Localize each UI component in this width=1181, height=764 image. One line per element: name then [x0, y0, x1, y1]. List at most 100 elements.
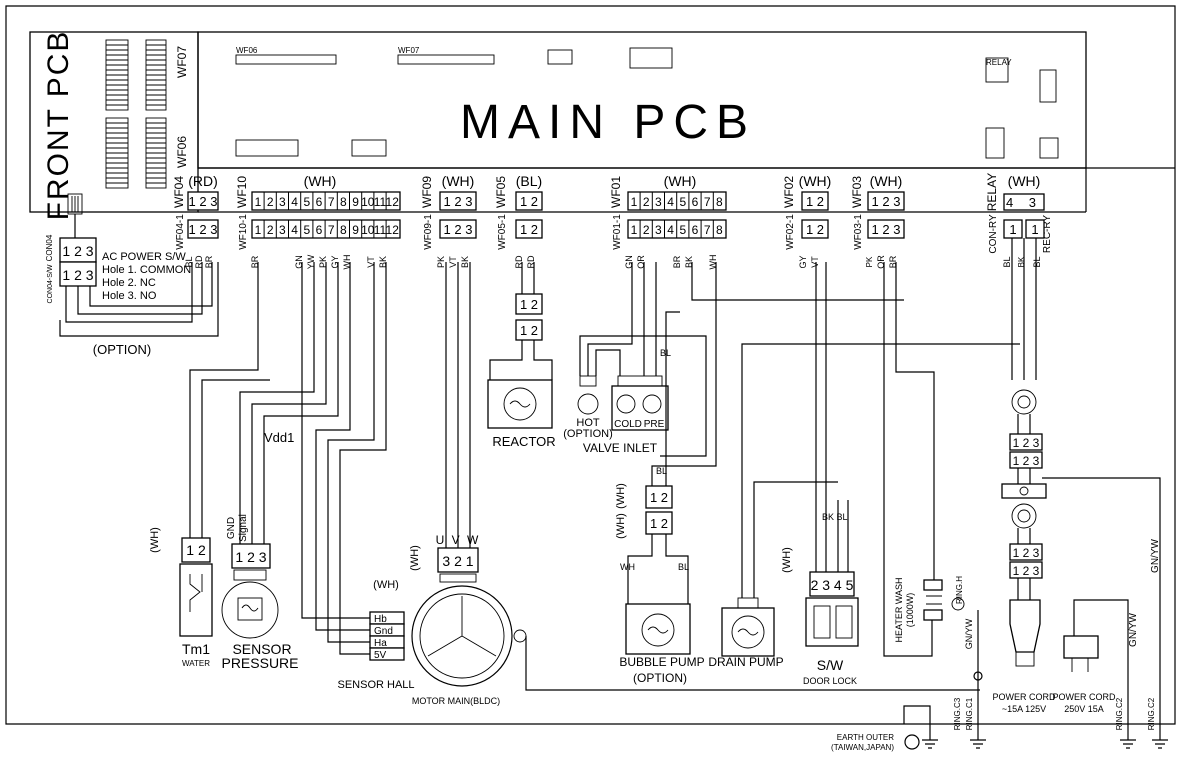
wf04-pins-a: 1 2 3: [189, 194, 218, 209]
wf01-pin: 6: [692, 195, 699, 209]
connector-wf03: WF03 WF03-1 (WH) 1 2 3 1 2 3 PK OR BR: [850, 173, 905, 269]
relay-pins: 4 3: [1006, 195, 1042, 210]
wf10-pin: 12: [386, 195, 400, 209]
heater-label: HEATER WASH: [894, 577, 904, 642]
wf03-name: WF03: [850, 176, 864, 208]
sensor-hall-label: SENSOR HALL: [337, 679, 414, 691]
wf01-pin: 2: [643, 223, 650, 237]
wf01-pin: 1: [631, 223, 638, 237]
door-sw-label: S/W: [817, 657, 844, 673]
connector-strip: [198, 167, 1175, 213]
drain-pump-label: DRAIN PUMP: [708, 655, 783, 669]
wf10-wire-vt: VT: [366, 256, 376, 268]
relay-wire-bl: BL: [1002, 256, 1012, 267]
ac-switch-title: AC POWER S/W: [102, 251, 186, 263]
pressure-signal: Signal: [238, 514, 249, 542]
wf06-top-label: WF06: [236, 46, 258, 55]
door-pins: 2 3 4 5: [811, 577, 854, 593]
wf03-color: (WH): [870, 173, 903, 189]
ac-switch-con04: CON04: [45, 234, 54, 261]
valve-hot-option: (OPTION): [563, 428, 613, 440]
wf03-pins-a: 1 2 3: [872, 194, 901, 209]
main-pcb-label: MAIN PCB: [460, 96, 756, 149]
door-lock-switch: (WH) 2 3 4 5 S/W DOOR LOCK BK BL: [781, 262, 859, 686]
tm1-pins: 1 2: [186, 542, 206, 558]
pc-pins-b: 1 2 3: [1013, 454, 1040, 468]
motor-main-bldc: (WH) U V W 3 2 1 MOTOR MAIN(BLDC): [409, 262, 980, 706]
earth-region-label: (TAIWAN,JAPAN): [831, 743, 894, 752]
pressure-sensor: GND Signal 1 2 3 SENSOR PRESSURE Vdd1: [221, 262, 339, 671]
wf09-sub: WF09-1: [423, 214, 434, 250]
bubble-wire-bl: BL: [678, 562, 689, 572]
cord1-label: POWER CORD: [993, 692, 1057, 702]
wf03-wire-or: OR: [876, 255, 886, 269]
door-bk-bl: BK BL: [822, 512, 848, 522]
wf05-pins-a: 1 2: [520, 194, 538, 209]
wf09-name: WF09: [420, 176, 434, 208]
wf01-wire-bk: BK: [684, 256, 694, 268]
hall-wh: (WH): [373, 579, 399, 591]
wf05-color: (BL): [516, 173, 542, 189]
earth-outer-label: EARTH OUTER: [837, 733, 894, 742]
hall-pin-5v: 5V: [374, 650, 387, 661]
wf10-pin: 2: [267, 223, 274, 237]
pc-pins-a: 1 2 3: [1013, 436, 1040, 450]
wf01-pin: 4: [667, 195, 674, 209]
wf01-pin: 4: [667, 223, 674, 237]
wf10-pin: 8: [340, 195, 347, 209]
wf01-pin: 2: [643, 195, 650, 209]
wf09-pins-a: 1 2 3: [444, 194, 473, 209]
connector-wf04: WF04 WF04-1 (RD) 1 2 3 1 2 3 BL RD BR: [172, 173, 219, 269]
heater-watt: (1000W): [905, 593, 915, 628]
valve-hot: HOT: [576, 417, 600, 429]
relay-sub-con: CON-RY: [988, 214, 999, 254]
wf10-pin: 10: [361, 195, 375, 209]
wf01-pin: 8: [716, 195, 723, 209]
connector-relay: RELAY CON-RY REC-RY (WH) 4 3 1 1 BL BK B…: [985, 173, 1053, 268]
cord-pins-a: 1 2 3: [1013, 546, 1040, 560]
wf02-name: WF02: [782, 176, 796, 208]
ac-switch-pins-b: 1 2 3: [62, 267, 93, 283]
wf01-pin: 3: [655, 195, 662, 209]
tm1-wh: (WH): [149, 527, 161, 553]
hall-pin-gnd: Gnd: [374, 626, 393, 637]
cord1-gnyw: GN/YW: [1150, 538, 1161, 572]
wf10-pin: 3: [279, 223, 286, 237]
wf10-pin: 4: [291, 223, 298, 237]
wf01-color: (WH): [664, 173, 697, 189]
tm1-water-sensor: (WH) 1 2 Tm1 WATER: [149, 262, 270, 668]
relay-name: RELAY: [985, 173, 999, 211]
wf10-pin: 1: [255, 195, 262, 209]
bubble-pump-label: BUBBLE PUMP: [619, 655, 704, 669]
wf04-wire-1: BL: [184, 256, 194, 267]
valve-pre: PRE: [644, 419, 665, 430]
connector-wf05: WF05 WF05-1 (BL) 1 2 1 2 RD RD: [494, 173, 543, 269]
drain-pump: DRAIN PUMP: [691, 262, 1020, 669]
reactor-label: REACTOR: [492, 434, 555, 449]
wf10-wire-gy: GY: [330, 255, 340, 268]
pressure-gnd: GND: [226, 517, 237, 539]
wf10-sub: WF10-1: [238, 214, 249, 250]
wf02-wire-vt: VT: [810, 256, 820, 268]
wf10-color: (WH): [304, 173, 337, 189]
ac-switch-hole-3: Hole 3. NO: [102, 290, 157, 302]
wf01-pin: 3: [655, 223, 662, 237]
wf01-pin: 5: [679, 223, 686, 237]
wf02-sub: WF02-1: [785, 214, 796, 250]
wf10-pin: 6: [316, 223, 323, 237]
relay-wire-bl-2: BL: [1032, 256, 1042, 267]
wf10-pin: 12: [386, 223, 400, 237]
reactor-pins-b: 1 2: [520, 323, 538, 338]
wf10-pin: 11: [374, 223, 387, 237]
wf10-pin: 5: [303, 223, 310, 237]
wf10-pin: 6: [316, 195, 323, 209]
diagram-frame: [5, 5, 1176, 725]
bubble-bl-top: BL: [656, 466, 667, 476]
sensor-hall: (WH) Hb Gnd Ha 5V SENSOR HALL: [301, 262, 415, 691]
wf03-sub: WF03-1: [853, 214, 864, 250]
pressure-label-2: PRESSURE: [221, 655, 298, 671]
wf01-pin: 8: [716, 223, 723, 237]
ac-switch-hole-1: Hole 1. COMMON: [102, 264, 191, 276]
wf10-wire-pk: PK: [318, 256, 328, 268]
